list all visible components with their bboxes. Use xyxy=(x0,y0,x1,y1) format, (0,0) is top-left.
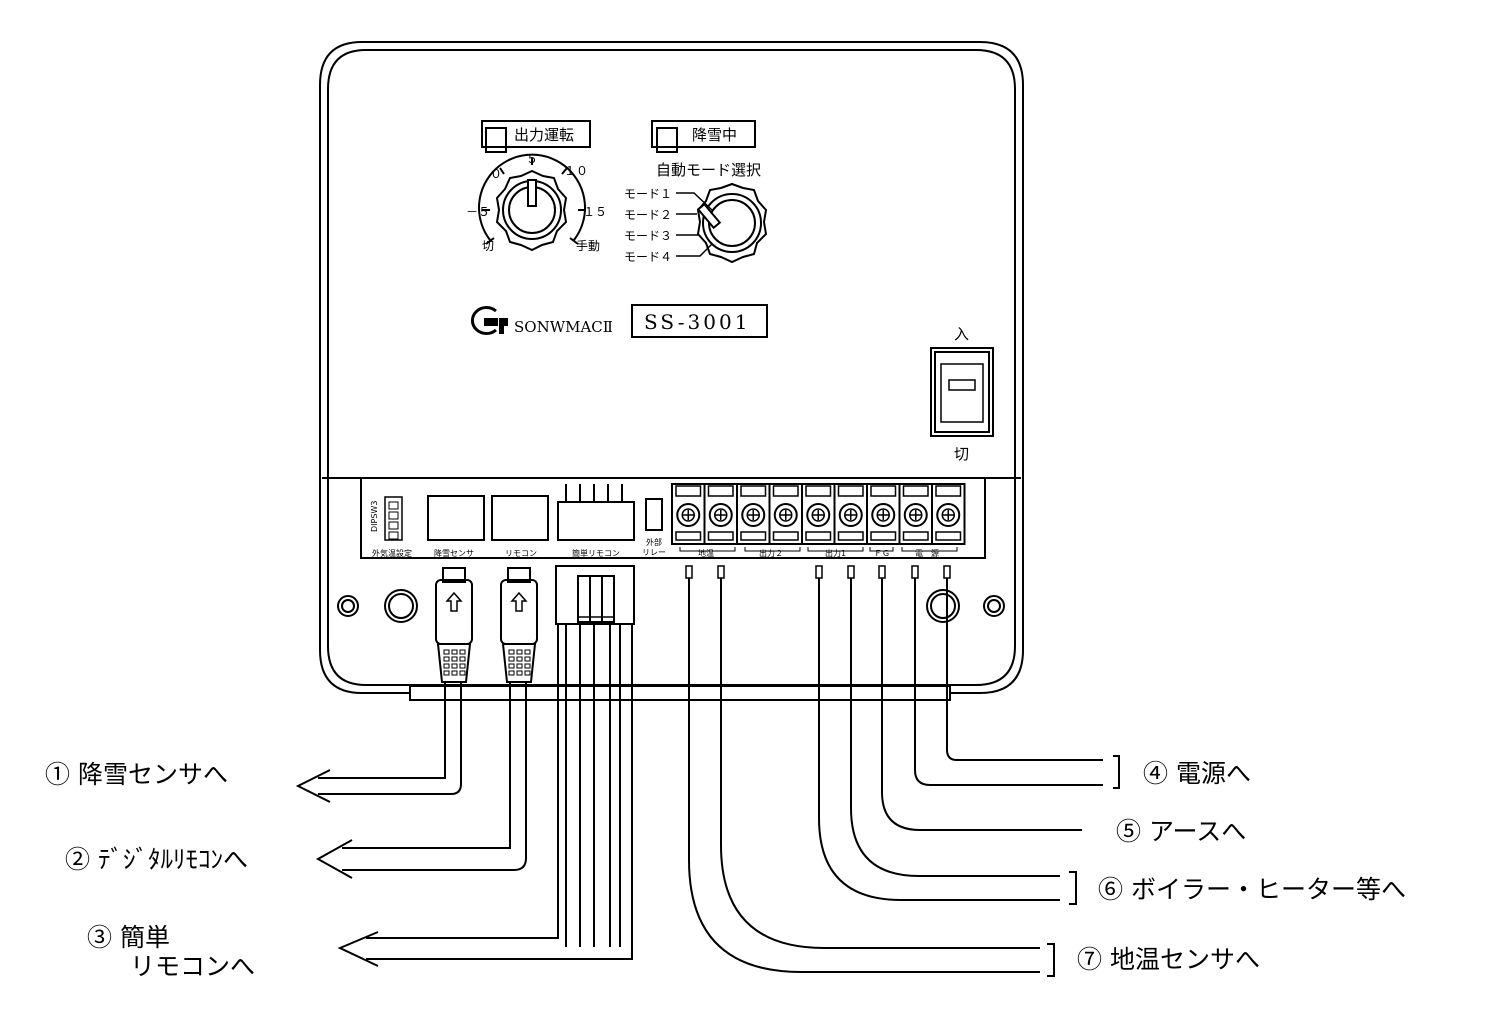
plug-grip-ridge xyxy=(451,670,458,676)
screw-terminal xyxy=(801,483,836,545)
brand-name: SONWMACⅡ xyxy=(514,318,613,336)
group-label-ground-temp: 地温 xyxy=(698,548,714,558)
mode-select-title: 自動モード選択 xyxy=(656,161,761,179)
callout-power: ④ 電源へ xyxy=(1143,759,1251,788)
mode-1-label: モード１ xyxy=(624,187,672,201)
ext-relay-label-2: リレー xyxy=(642,548,666,557)
screw-terminal xyxy=(833,483,868,545)
controller-housing xyxy=(319,41,1024,694)
model-badge: SS-3001 xyxy=(631,304,768,338)
plug-grip-ridge xyxy=(443,670,450,676)
plug-grip-ridge xyxy=(443,656,450,662)
mode-4-label: モード４ xyxy=(624,250,672,264)
dipsw-label: DIPSW3 xyxy=(370,501,379,532)
cables xyxy=(318,565,1103,973)
mode-3-label: モード３ xyxy=(624,229,672,243)
screw-terminal xyxy=(898,483,933,545)
brand-logo-icon xyxy=(471,306,508,335)
callout-boiler-heater: ⑥ ボイラー・ヒーター等へ xyxy=(1098,875,1406,904)
switch-off-label: 切 xyxy=(954,445,969,463)
screw-terminal xyxy=(671,483,706,545)
plug-grip-ridge xyxy=(451,649,458,655)
cable-clamp xyxy=(409,685,951,701)
terminal-board xyxy=(360,477,986,559)
plug-grip-ridge xyxy=(524,663,531,669)
output-dial[interactable]: －５ ０ ５ １０ １５ 切 手動 xyxy=(466,152,607,253)
arrow-simple-remote-icon xyxy=(337,931,379,967)
callout-earth: ⑤ アースへ xyxy=(1116,817,1246,846)
plug-grip-ridge xyxy=(443,663,450,669)
dial-manual-label: 手動 xyxy=(576,239,600,253)
plug-grip-ridge xyxy=(516,656,523,662)
plug-grip-ridge xyxy=(508,670,515,676)
plug-grip-ridge xyxy=(451,663,458,669)
socket-label-snow-sensor: 降雪センサ xyxy=(434,548,474,558)
plug-grip-ridge xyxy=(459,670,466,676)
callout-simple-remote-2: リモコンへ xyxy=(130,952,255,981)
callout-ground-temp-sensor: ⑦ 地温センサへ xyxy=(1077,945,1260,974)
switch-on-label: 入 xyxy=(954,325,969,343)
screw-terminal xyxy=(866,483,901,545)
cable-redraw xyxy=(444,684,948,702)
remote-plug xyxy=(500,567,538,683)
snow-sensor-plug xyxy=(435,567,473,683)
dial-tick-10: １０ xyxy=(564,164,588,178)
plug-grip-ridge xyxy=(459,649,466,655)
screw-terminal xyxy=(736,483,771,545)
arrow-heads xyxy=(295,769,379,967)
snow-lamp-label: 降雪中 xyxy=(692,126,737,144)
plug-grip-ridge xyxy=(516,670,523,676)
output-lamp: 出力運転 xyxy=(481,120,591,153)
mode-labels: モード１ モード２ モード３ モード４ xyxy=(624,187,713,264)
callout-digital-remote: ② ﾃﾞｼﾞﾀﾙﾘﾓｺﾝへ xyxy=(65,845,248,874)
plug-grip-ridge xyxy=(516,663,523,669)
sensor-sockets: 外気温設定 降雪センサ リモコン 簡単リモコン 外部 リレー xyxy=(372,484,666,558)
mode-2-label: モード２ xyxy=(624,208,672,222)
plug-grip-ridge xyxy=(524,656,531,662)
simple-remote-connector xyxy=(555,565,635,625)
snow-lamp: 降雪中 xyxy=(651,120,756,153)
callout-labels: ① 降雪センサへ ② ﾃﾞｼﾞﾀﾙﾘﾓｺﾝへ ③ 簡単 リモコンへ ④ 電源へ … xyxy=(45,759,1406,981)
screw-terminal xyxy=(931,483,966,545)
plug-grip-ridge xyxy=(516,649,523,655)
plug-grip-ridge xyxy=(443,649,450,655)
plug-grip-ridge xyxy=(524,670,531,676)
power-switch[interactable]: 入 切 xyxy=(930,325,994,463)
plug-grip-ridge xyxy=(524,649,531,655)
screw-terminals xyxy=(671,483,966,545)
dial-off-label: 切 xyxy=(482,239,494,253)
callout-simple-remote-1: ③ 簡単 xyxy=(87,923,170,952)
plug-grip-ridge xyxy=(451,656,458,662)
plug-grip-ridge xyxy=(508,663,515,669)
group-label-power: 電 源 xyxy=(915,549,939,558)
terminal-group-labels: 地温 出力２ 出力1 ＦＧ 電 源 xyxy=(679,547,958,558)
dial-tick-5: ５ xyxy=(526,152,538,166)
label-brackets xyxy=(1047,755,1120,977)
arrow-digital-remote-icon xyxy=(315,839,353,879)
socket-label-simple-remote: 簡単リモコン xyxy=(572,548,620,558)
plug-grip-ridge xyxy=(459,663,466,669)
screw-terminal xyxy=(768,483,803,545)
dial-tick-15: １５ xyxy=(583,205,607,219)
plug-grip-ridge xyxy=(459,656,466,662)
group-label-output1: 出力1 xyxy=(825,548,846,558)
group-label-output2: 出力２ xyxy=(759,548,783,558)
dial-tick-0: ０ xyxy=(490,167,502,181)
plug-grip-ridge xyxy=(508,649,515,655)
ext-relay-label-1: 外部 xyxy=(646,537,662,547)
mounting-holes xyxy=(337,589,1005,623)
group-label-fg: ＦＧ xyxy=(874,549,890,558)
socket-label-remote: リモコン xyxy=(505,549,537,558)
mode-selector-knob[interactable] xyxy=(696,182,768,264)
dip-switch[interactable]: DIPSW3 xyxy=(370,496,403,541)
screw-terminal xyxy=(703,483,738,545)
dial-tick-minus5: －５ xyxy=(466,205,490,219)
output-lamp-label: 出力運転 xyxy=(514,126,574,144)
plug-grip-ridge xyxy=(508,656,515,662)
model-number: SS-3001 xyxy=(644,310,750,334)
socket-label-outside-temp: 外気温設定 xyxy=(372,548,412,558)
arrow-snow-sensor-icon xyxy=(295,769,331,803)
callout-snow-sensor: ① 降雪センサへ xyxy=(45,760,228,789)
